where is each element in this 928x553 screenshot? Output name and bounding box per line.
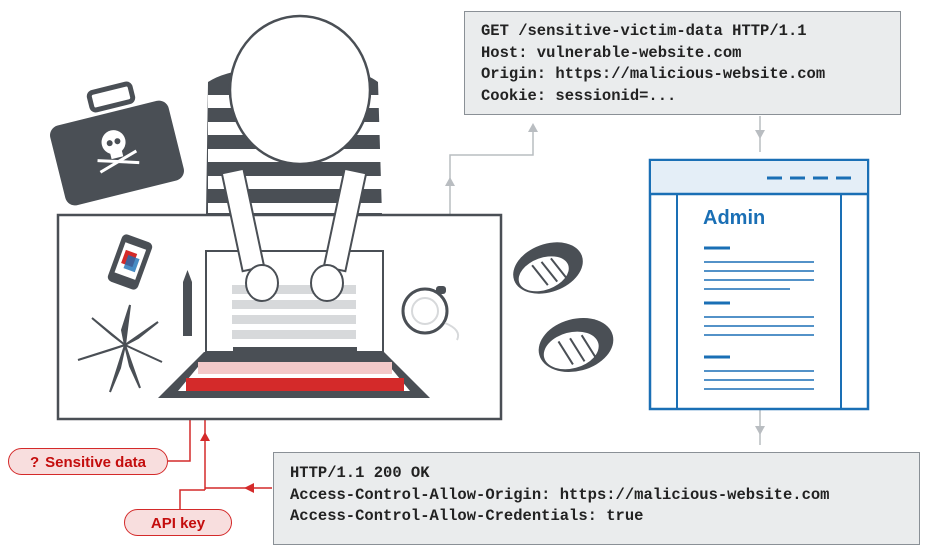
pen-icon [183, 270, 192, 336]
person-icon [206, 14, 382, 302]
api-key-label: API key [124, 509, 232, 536]
response-line: Access-Control-Allow-Credentials: true [290, 507, 644, 525]
arrow-down-icon [755, 130, 765, 139]
phone-icon [107, 234, 153, 290]
head [228, 14, 372, 166]
briefcase-icon [50, 81, 184, 206]
coffee-cup-icon [401, 286, 460, 341]
response-line: HTTP/1.1 200 OK [290, 464, 430, 482]
arrow-left-icon [244, 483, 254, 493]
sneaker-icon [538, 318, 614, 372]
arrow-down-icon [755, 426, 765, 435]
admin-browser-window [648, 158, 870, 411]
http-response-box: HTTP/1.1 200 OK Access-Control-Allow-Orig… [273, 452, 920, 545]
admin-page-title: Admin [703, 207, 766, 229]
sneaker-icon [513, 242, 583, 294]
api-key-text: API key [150, 515, 206, 532]
page-content-lines [704, 246, 814, 390]
arrow-up-icon [528, 123, 538, 132]
sensitive-data-text: Sensitive data [45, 454, 147, 471]
response-line: Access-Control-Allow-Origin: https://mal… [290, 485, 830, 504]
request-line: Origin: https://malicious-website.com [481, 65, 826, 83]
keyboard [232, 285, 356, 339]
arrow-up-icon [445, 177, 455, 186]
laptop-icon [158, 250, 430, 398]
plant-icon [77, 304, 163, 393]
request-line: GET /sensitive-victim-data HTTP/1.1 [481, 22, 807, 40]
request-line: Host: vulnerable-website.com [481, 43, 742, 62]
request-line: Cookie: sessionid=... [481, 86, 677, 105]
arrow-up-icon [200, 432, 210, 441]
sensitive-data-label: ? Sensitive data [8, 448, 168, 475]
flow-arrowheads [445, 123, 765, 435]
question-icon: ? [29, 454, 40, 471]
skull-crossbones-icon [97, 130, 140, 174]
